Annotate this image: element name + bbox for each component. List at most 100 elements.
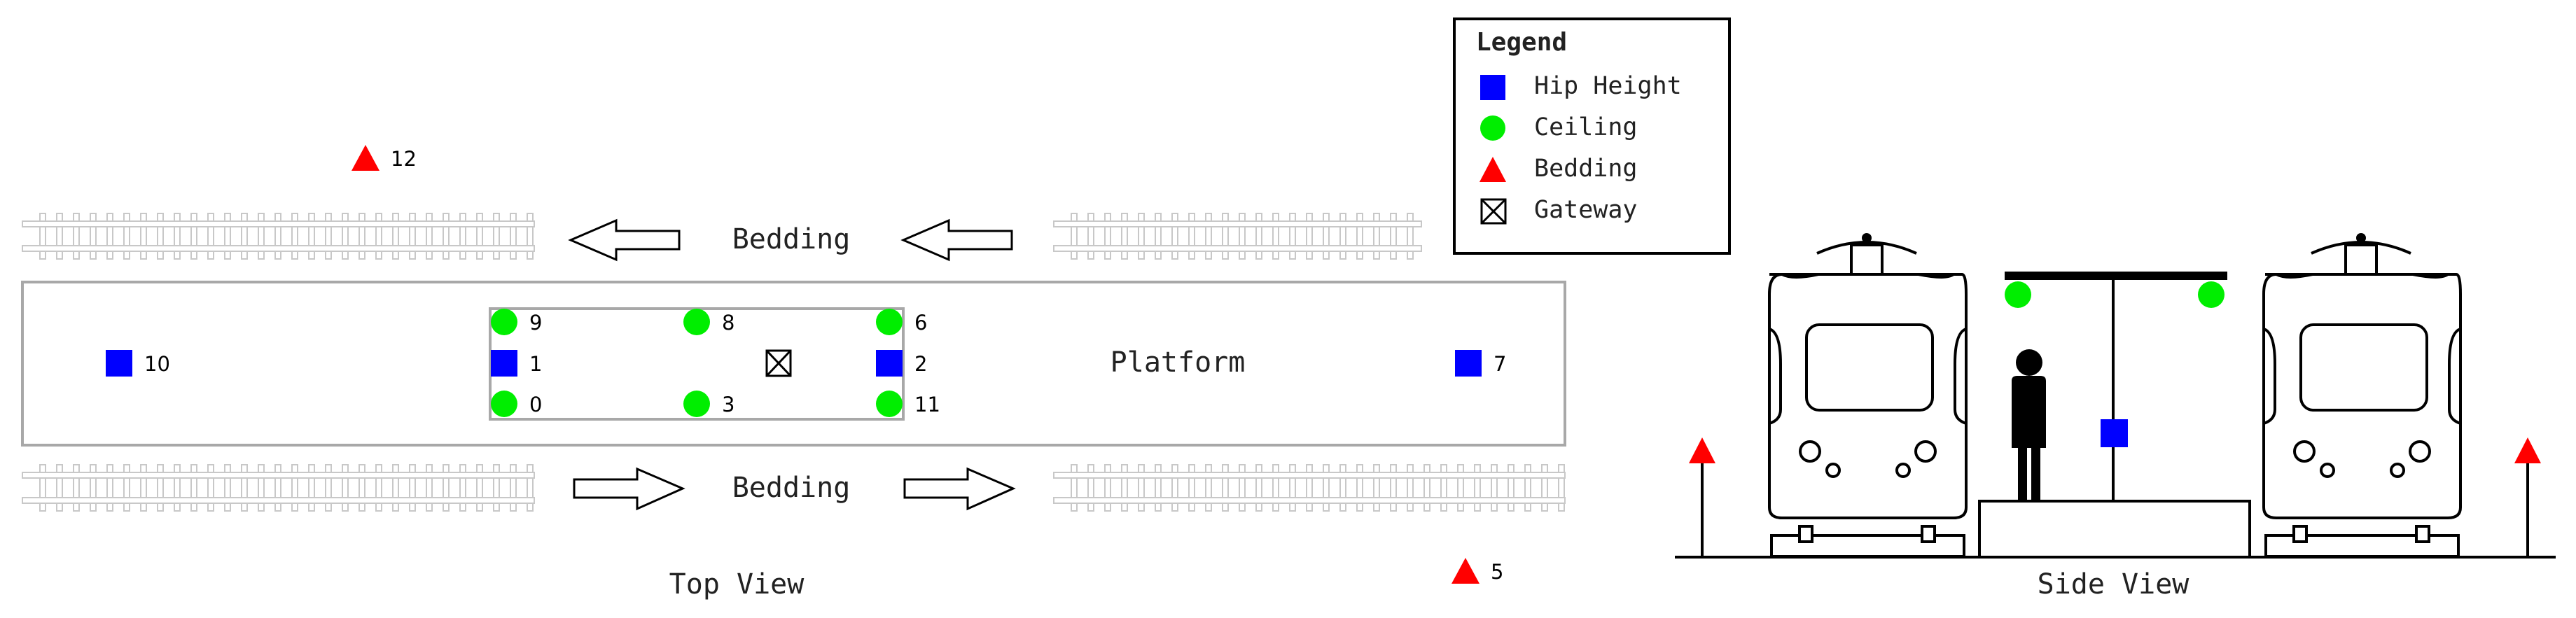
canopy-roof	[2005, 272, 2227, 280]
marker-id-label: 8	[722, 311, 734, 335]
track-sleeper	[174, 213, 181, 260]
marker-id-label: 2	[914, 352, 927, 376]
track-sleeper	[409, 213, 416, 260]
marker-id-label: 6	[914, 311, 927, 335]
track-sleeper	[358, 213, 365, 260]
track-sleeper	[1339, 213, 1346, 260]
track-sleeper	[426, 464, 433, 512]
track-sleeper	[1104, 464, 1111, 512]
track-sleeper	[1171, 213, 1178, 260]
track-sleeper	[140, 213, 147, 260]
track-sleeper	[1087, 213, 1094, 260]
track-sleeper	[1272, 213, 1279, 260]
track-sleeper	[1323, 213, 1330, 260]
track-sleeper	[174, 464, 181, 512]
track-sleeper	[241, 464, 248, 512]
track-sleeper	[1255, 213, 1262, 260]
track-sleeper	[190, 464, 197, 512]
gateway-icon	[765, 349, 792, 377]
bedding-top-label: Bedding	[732, 223, 851, 255]
track-sleeper	[1121, 213, 1128, 260]
ceiling-marker	[683, 309, 710, 335]
track-sleeper	[1407, 213, 1414, 260]
track-sleeper	[106, 464, 113, 512]
bedding-marker	[351, 145, 380, 171]
legend-item-gateway: Gateway	[1534, 196, 1638, 224]
ceiling-marker	[876, 391, 903, 417]
legend-item-bedding: Bedding	[1534, 155, 1638, 183]
track-sleeper	[1071, 464, 1078, 512]
track-sleeper	[342, 464, 349, 512]
hip-height-marker	[876, 350, 903, 377]
platform-label: Platform	[1111, 346, 1246, 379]
track-sleeper	[1423, 464, 1430, 512]
marker-id-label: 0	[529, 393, 542, 416]
marker-id-label: 11	[914, 393, 940, 416]
hip-height-marker	[1455, 350, 1482, 377]
track-sleeper	[1339, 464, 1346, 512]
track-sleeper	[392, 464, 399, 512]
track-sleeper	[73, 213, 80, 260]
side-view-caption: Side View	[2038, 568, 2190, 601]
track-sleeper	[123, 464, 130, 512]
track-sleeper	[1356, 213, 1363, 260]
track-sleeper	[1390, 213, 1397, 260]
blue-square-icon	[1480, 75, 1505, 100]
track-rail	[1053, 220, 1422, 227]
track-sleeper	[140, 464, 147, 512]
track-sleeper	[510, 464, 517, 512]
track-sleeper	[90, 464, 97, 512]
track-sleeper	[1508, 464, 1515, 512]
track-sleeper	[1356, 464, 1363, 512]
track-sleeper	[274, 213, 281, 260]
train-right-icon	[2262, 233, 2462, 558]
track-sleeper	[1474, 464, 1481, 512]
track-sleeper	[426, 213, 433, 260]
arrow-left-icon	[568, 218, 681, 262]
track-sleeper	[375, 464, 382, 512]
track-rail	[22, 497, 535, 504]
track-sleeper	[157, 464, 164, 512]
track-sleeper	[1205, 213, 1212, 260]
track-sleeper	[1222, 464, 1229, 512]
track-sleeper	[443, 464, 450, 512]
track-sleeper	[1541, 464, 1548, 512]
bedding-bottom-label: Bedding	[732, 472, 851, 504]
track-sleeper	[1306, 213, 1313, 260]
legend: Legend Hip Height Ceiling Bedding Gatewa…	[1453, 17, 1731, 255]
arrow-right-icon	[903, 467, 1016, 511]
track-sleeper	[1155, 464, 1162, 512]
marker-id-label: 5	[1491, 560, 1503, 584]
track-sleeper	[1440, 464, 1447, 512]
track-sleeper	[1524, 464, 1531, 512]
track-sleeper	[207, 464, 214, 512]
marker-id-label: 7	[1494, 352, 1506, 376]
track-sleeper	[1104, 213, 1111, 260]
legend-item-ceiling: Ceiling	[1534, 113, 1638, 141]
track-sleeper	[73, 464, 80, 512]
track-sleeper	[241, 213, 248, 260]
track-sleeper	[1289, 213, 1296, 260]
track-sleeper	[1188, 464, 1195, 512]
track-sleeper	[190, 213, 197, 260]
track-sleeper	[56, 213, 63, 260]
train-left-icon	[1768, 233, 1968, 558]
bedding-marker	[1451, 558, 1480, 584]
track-sleeper	[1306, 464, 1313, 512]
top-view-caption: Top View	[669, 568, 805, 601]
track-sleeper	[1491, 464, 1498, 512]
track-sleeper	[1188, 213, 1195, 260]
track-sleeper	[1272, 464, 1279, 512]
marker-id-label: 9	[529, 311, 542, 335]
track-sleeper	[1390, 464, 1397, 512]
track-sleeper	[493, 213, 500, 260]
track-sleeper	[342, 213, 349, 260]
ceiling-marker-right	[2198, 281, 2225, 308]
track-sleeper	[510, 213, 517, 260]
track-sleeper	[476, 213, 483, 260]
hip-height-marker	[491, 350, 517, 377]
track-sleeper	[1087, 464, 1094, 512]
side-view	[1675, 233, 2556, 559]
track-group	[22, 213, 1566, 512]
